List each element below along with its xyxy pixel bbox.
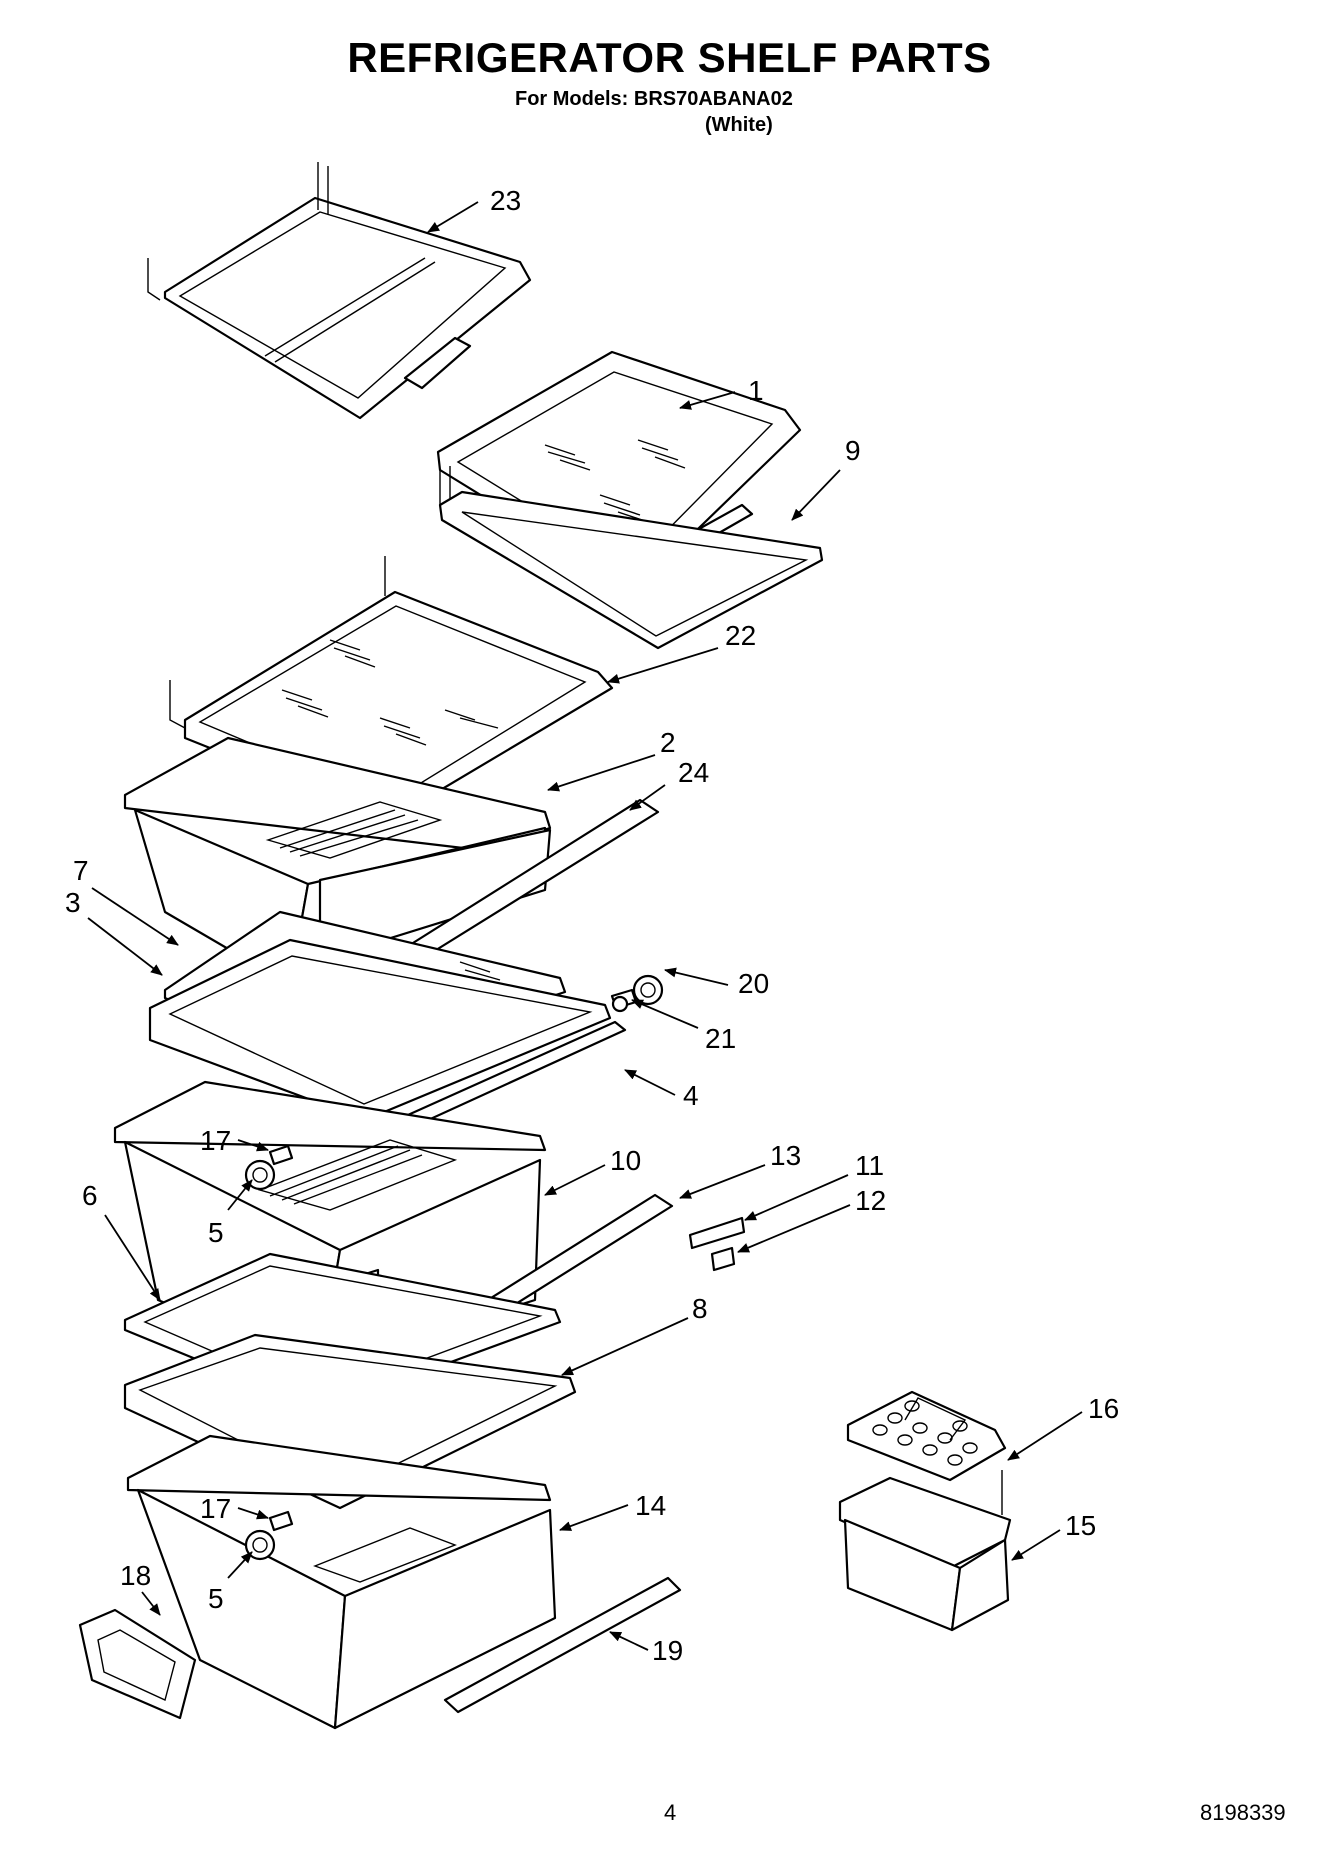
part-17-screw-lower: [268, 1510, 294, 1532]
leader-lines: [87, 201, 1083, 1651]
callout-9: 9: [845, 435, 861, 466]
part-5-knob-upper: [244, 1159, 276, 1191]
part-14-bottom-drawer: [126, 1434, 557, 1730]
callout-21: 21: [705, 1023, 736, 1054]
callout-17-upper: 17: [200, 1125, 231, 1156]
part-5-knob-lower: [244, 1529, 276, 1561]
page-number: 4: [664, 1800, 677, 1825]
model-subtitle: For Models: BRS70ABANA02: [515, 88, 793, 110]
callout-7: 7: [73, 855, 89, 886]
callout-19: 19: [652, 1635, 683, 1666]
callout-22: 22: [725, 620, 756, 651]
callout-8: 8: [692, 1293, 708, 1324]
document-number: 8198339: [1200, 1800, 1286, 1825]
callout-18: 18: [120, 1560, 151, 1591]
callout-3: 3: [65, 887, 81, 918]
callout-16: 16: [1088, 1393, 1119, 1424]
callout-numbers: 23 1 9 22 2 24 7 3 20 21 4 17 10 13 11 1…: [65, 185, 1119, 1666]
callout-6: 6: [82, 1180, 98, 1211]
part-23-shelf-frame: [147, 162, 532, 420]
part-11-label: [688, 1216, 746, 1250]
callout-11: 11: [855, 1150, 884, 1181]
callout-20: 20: [738, 968, 769, 999]
part-9-shelf-frame: [438, 466, 824, 650]
part-20-knob: [632, 974, 664, 1006]
callout-15: 15: [1065, 1510, 1096, 1541]
callout-10: 10: [610, 1145, 641, 1176]
callout-4: 4: [683, 1080, 699, 1111]
part-18-badge: [78, 1608, 197, 1720]
callout-23: 23: [490, 185, 521, 216]
callout-14: 14: [635, 1490, 666, 1521]
page-title: REFRIGERATOR SHELF PARTS: [347, 34, 992, 81]
part-16-egg-tray: [846, 1390, 1007, 1482]
part-21-screw: [610, 988, 638, 1013]
color-variant: (White): [705, 114, 773, 136]
part-1-glass-shelf: [436, 350, 802, 592]
callout-12: 12: [855, 1185, 886, 1216]
part-12-clip: [710, 1246, 736, 1272]
part-15-bin: [838, 1470, 1012, 1632]
callout-17-lower: 17: [200, 1493, 231, 1524]
callout-13: 13: [770, 1140, 801, 1171]
part-19-drawer-trim: [443, 1576, 682, 1714]
callout-2: 2: [660, 727, 676, 758]
callout-1: 1: [748, 375, 764, 406]
callout-5-lower: 5: [208, 1583, 224, 1614]
callout-24: 24: [678, 757, 709, 788]
callout-5-upper: 5: [208, 1217, 224, 1248]
part-17-screw-upper: [268, 1144, 294, 1166]
part-3-cover-frame: [148, 938, 612, 1122]
